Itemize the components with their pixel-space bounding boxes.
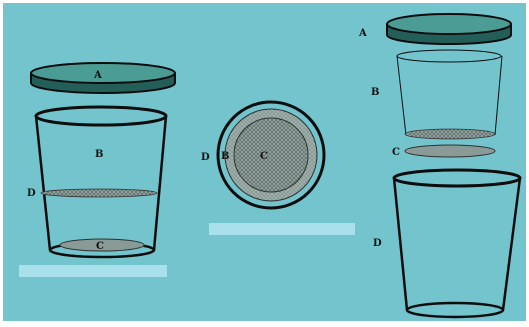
top-view-figure: D B C <box>201 102 355 235</box>
exploded-label-c: C <box>392 147 400 158</box>
assembled-label-d: D <box>27 188 36 199</box>
exploded-granule-layer <box>405 129 495 139</box>
assembled-granule-layer <box>41 189 157 197</box>
assembled-figure: A B D C <box>19 63 175 277</box>
assembled-label-b: B <box>95 149 103 160</box>
exploded-label-a: A <box>358 28 367 39</box>
assembled-base-bar <box>19 265 167 277</box>
assembled-lid <box>31 63 175 93</box>
exploded-label-d: D <box>373 238 382 249</box>
exploded-figure: A B C D <box>358 14 520 317</box>
cup-assembly-diagram: A B D C D B C A B C D <box>3 3 526 321</box>
assembled-cup <box>36 107 166 257</box>
exploded-lid <box>387 14 511 44</box>
top-view-label-b: B <box>221 151 229 162</box>
assembled-label-c: C <box>96 241 104 252</box>
exploded-lower-container <box>394 170 520 317</box>
assembled-cup-rim <box>36 107 166 125</box>
exploded-label-b: B <box>371 87 379 98</box>
assembled-label-a: A <box>93 70 102 81</box>
top-view-base-bar <box>209 223 355 235</box>
exploded-upper-chamber <box>397 50 502 139</box>
top-view-label-c: C <box>260 151 268 162</box>
diagram-canvas: A B D C D B C A B C D <box>3 3 526 321</box>
top-view-center <box>234 118 308 192</box>
top-view-label-d: D <box>201 152 210 163</box>
exploded-filter-disc <box>405 145 495 157</box>
